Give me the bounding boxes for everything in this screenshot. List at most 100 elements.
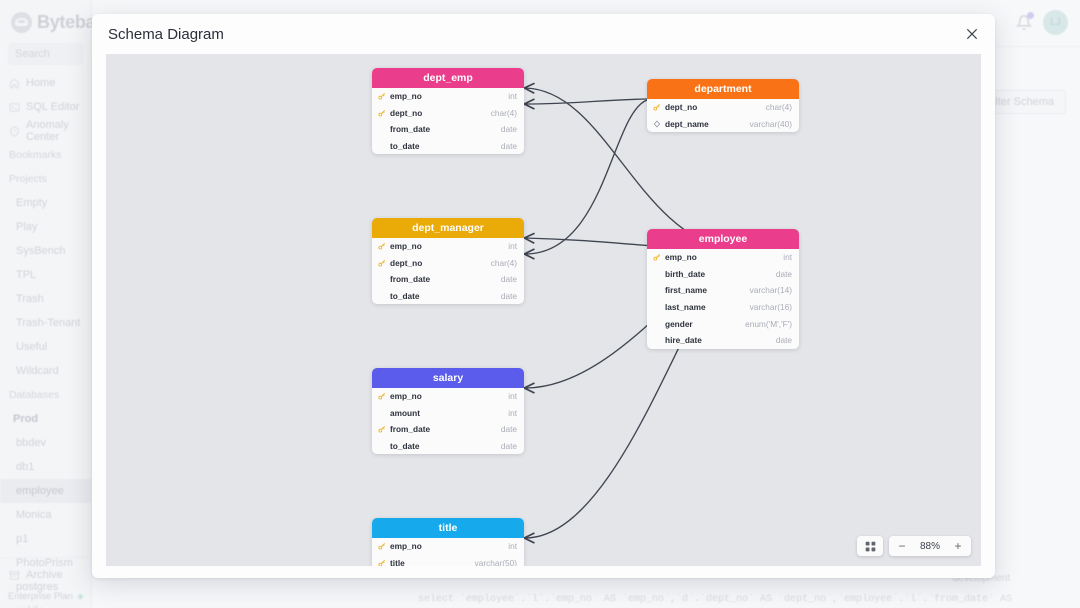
table-column-row[interactable]: from_date date [372, 121, 524, 138]
column-type: int [508, 391, 517, 402]
table-node-title[interactable]: titleemp_nointtitlevarchar(50)from_dated… [372, 518, 524, 566]
column-name: from_date [390, 124, 431, 135]
avatar[interactable]: LJ [1043, 10, 1068, 35]
column-name: emp_no [665, 252, 697, 263]
sidebar-item-photoprism[interactable]: PhotoPrism [0, 551, 91, 575]
primary-key-icon [378, 259, 386, 267]
primary-key-icon [378, 242, 386, 250]
primary-key-icon [653, 103, 661, 111]
sidebar-item-label: SysBench [16, 245, 66, 257]
column-name: to_date [390, 441, 420, 452]
shield-alert-icon [9, 125, 20, 137]
primary-key-icon [378, 559, 386, 566]
zoom-level: 88% [919, 540, 940, 552]
table-title: department [647, 79, 799, 99]
sidebar-item-sysbench[interactable]: SysBench [0, 239, 91, 263]
sidebar-item-prod[interactable]: Prod [0, 407, 91, 431]
column-type: int [508, 241, 517, 252]
sidebar-item-home[interactable]: Home [0, 71, 91, 95]
primary-key-icon [378, 392, 386, 400]
sidebar-item-label: sakila [16, 605, 44, 608]
sidebar-item-postgres[interactable]: postgres [0, 575, 91, 599]
sidebar-item-label: db1 [16, 461, 35, 473]
column-type: date [500, 124, 517, 135]
column-name: from_date [390, 424, 431, 435]
sidebar-item-employee[interactable]: employee [0, 479, 91, 503]
sidebar-item-monica[interactable]: Monica [0, 503, 91, 527]
sidebar-item-sakila[interactable]: sakila [0, 599, 91, 608]
sql-preview-text: select `employee`.`l`.`emp_no` AS `emp_n… [418, 594, 1013, 605]
close-icon[interactable] [963, 25, 981, 43]
sidebar-item-label: SQL Editor [26, 101, 80, 113]
column-name: from_date [390, 274, 431, 285]
column-name: gender [665, 318, 693, 329]
sidebar-item-trash-tenant[interactable]: Trash-Tenant [0, 311, 91, 335]
zoom-controls: − 88% + [857, 536, 971, 556]
column-type: int [508, 541, 517, 552]
sidebar-item-projects: Projects [0, 167, 91, 191]
sidebar-item-useful[interactable]: Useful [0, 335, 91, 359]
sidebar-item-trash[interactable]: Trash [0, 287, 91, 311]
fit-view-group [857, 536, 883, 556]
column-name: birth_date [665, 268, 706, 279]
zoom-in-button[interactable]: + [954, 539, 962, 553]
fit-view-button[interactable] [857, 536, 883, 556]
notifications-bell-icon[interactable] [1015, 14, 1033, 31]
sidebar-item-db1[interactable]: db1 [0, 455, 91, 479]
sidebar-item-empty[interactable]: Empty [0, 191, 91, 215]
search-placeholder: Search [15, 48, 50, 60]
column-type: varchar(14) [749, 285, 792, 296]
sidebar-item-databases: Databases [0, 383, 91, 407]
column-name: emp_no [390, 391, 422, 402]
sidebar-item-sql-editor[interactable]: SQL Editor [0, 95, 91, 119]
brand[interactable]: Bytebase [0, 0, 115, 33]
column-type: char(4) [765, 102, 792, 113]
sidebar-item-anomaly-center[interactable]: Anomaly Center [0, 119, 91, 143]
table-column-row[interactable]: emp_no int [372, 388, 524, 405]
table-column-row[interactable]: emp_no int [372, 238, 524, 255]
zoom-out-button[interactable]: − [898, 539, 906, 553]
column-type: date [775, 335, 792, 346]
column-name: emp_no [390, 241, 422, 252]
sidebar-item-p1[interactable]: p1 [0, 527, 91, 551]
sidebar-item-label: Prod [13, 413, 39, 425]
sidebar-item-wildcard[interactable]: Wildcard [0, 359, 91, 383]
plan-row[interactable]: Enterprise Plan ◈ [0, 587, 92, 608]
primary-key-icon [378, 109, 386, 117]
column-type: int [508, 91, 517, 102]
column-name: title [390, 557, 405, 566]
sidebar-item-bbdev[interactable]: bbdev [0, 431, 91, 455]
sidebar-item-tpl[interactable]: TPL [0, 263, 91, 287]
sidebar-item-play[interactable]: Play [0, 215, 91, 239]
search-input[interactable]: Search [8, 43, 83, 65]
sidebar-item-archive[interactable]: Archive [0, 563, 92, 587]
sidebar-item-label: Anomaly Center [26, 119, 69, 143]
sidebar-item-label: p1 [16, 533, 29, 545]
